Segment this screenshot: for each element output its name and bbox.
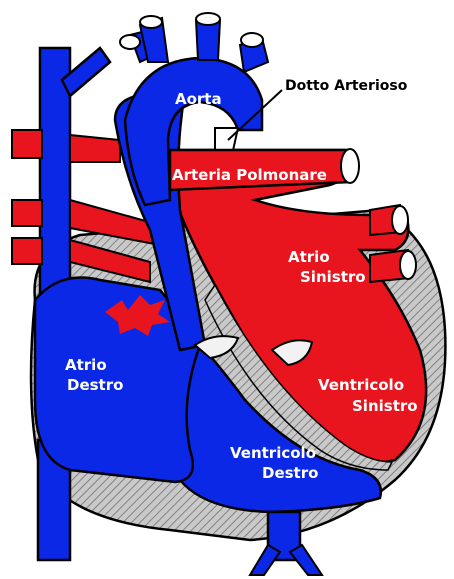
label-dotto-arterioso: Dotto Arterioso: [285, 78, 408, 94]
aortic-branch-3-cap: [196, 13, 220, 25]
label-ventricolo-destro-1: Ventricolo: [230, 444, 316, 462]
aortic-branch-2-cap: [140, 16, 162, 28]
label-atrio-sinistro-1: Atrio: [288, 248, 330, 266]
label-aorta: Aorta: [175, 90, 222, 108]
label-ventricolo-sinistro-1: Ventricolo: [318, 376, 404, 394]
pulmonary-artery-cap: [341, 149, 359, 183]
left-pulmonary-vein-1-cap: [392, 206, 408, 234]
label-ventricolo-destro-2: Destro: [262, 464, 318, 482]
pulmonary-vein-1: [12, 130, 42, 158]
pulmonary-vein-2: [12, 200, 42, 226]
pulmonary-vessel-upper: [70, 135, 120, 162]
descending-aorta-split-left: [250, 545, 280, 575]
label-atrio-destro-2: Destro: [67, 376, 123, 394]
label-ventricolo-sinistro-2: Sinistro: [352, 397, 418, 415]
label-arteria-polmonare: Arteria Polmonare: [172, 166, 327, 184]
left-pulmonary-vein-2-cap: [400, 251, 416, 279]
aortic-branch-1-cap: [120, 35, 140, 49]
label-atrio-destro-1: Atrio: [65, 356, 107, 374]
aortic-branch-4-cap: [241, 33, 263, 47]
label-atrio-sinistro-2: Sinistro: [300, 268, 366, 286]
pulmonary-vein-3: [12, 238, 42, 264]
